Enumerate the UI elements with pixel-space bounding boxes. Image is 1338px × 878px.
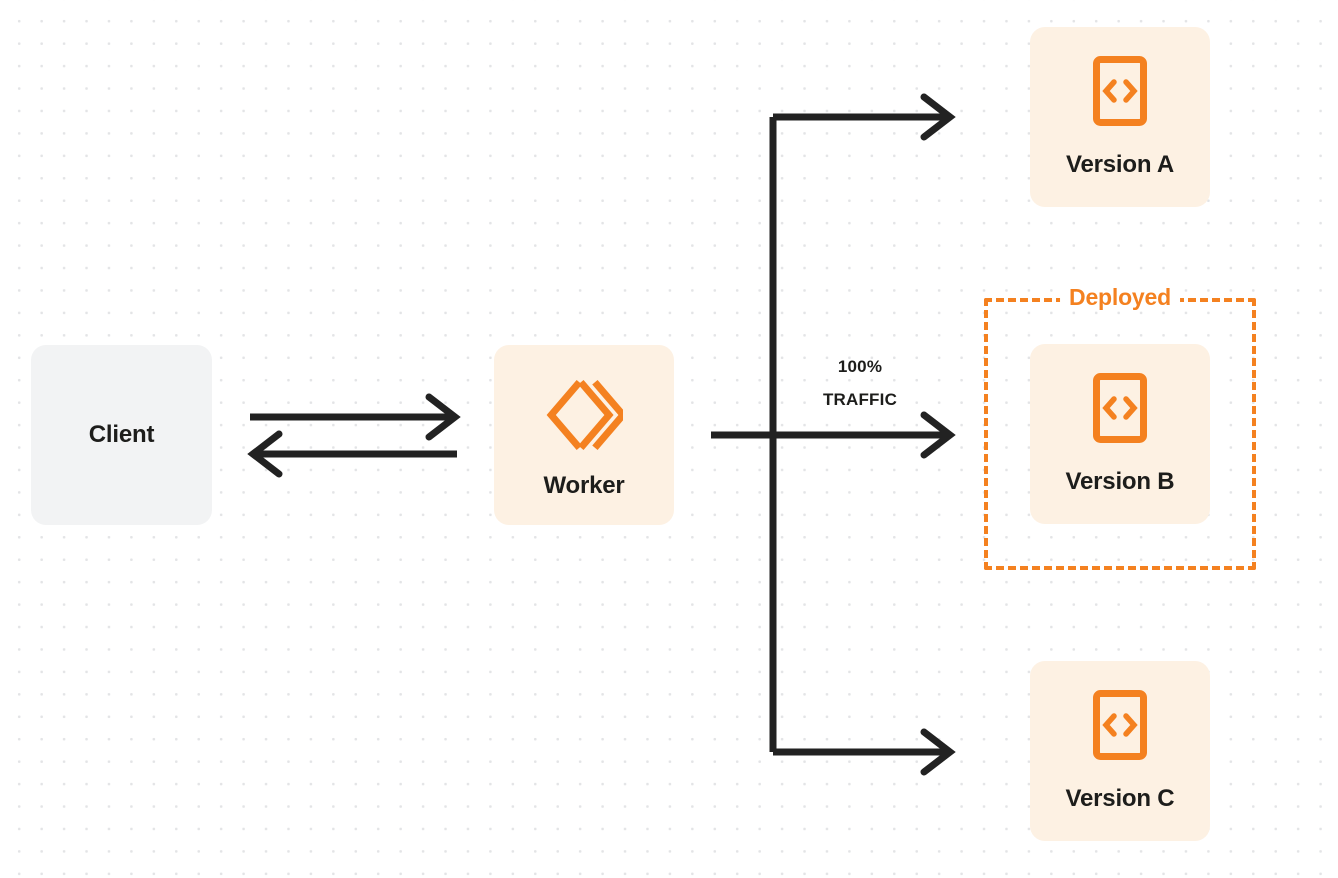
arrowhead-version-b <box>920 411 956 459</box>
node-client[interactable]: Client <box>31 345 212 525</box>
node-version-a-label: Version A <box>1065 151 1175 178</box>
arrowhead-version-c <box>920 728 956 776</box>
code-file-icon <box>1092 372 1148 444</box>
arrow-client-to-worker <box>250 393 461 441</box>
arrowhead-version-a <box>920 93 956 141</box>
node-worker-label: Worker <box>543 472 625 499</box>
deployed-group-boundary: Deployed <box>984 286 1256 570</box>
traffic-annotation: 100% TRAFFIC <box>790 350 930 416</box>
arrow-worker-to-client <box>247 430 457 478</box>
node-version-b-label: Version B <box>1065 468 1175 495</box>
node-worker[interactable]: Worker <box>494 345 674 525</box>
traffic-caption: TRAFFIC <box>822 390 898 410</box>
deployed-group-label: Deployed <box>1060 286 1180 310</box>
node-version-a[interactable]: Version A <box>1030 27 1210 207</box>
node-version-c-label: Version C <box>1065 785 1175 812</box>
node-version-c[interactable]: Version C <box>1030 661 1210 841</box>
traffic-percent: 100% <box>837 357 883 376</box>
code-file-icon <box>1092 689 1148 761</box>
arrow-worker-to-versions <box>711 93 956 776</box>
code-file-icon <box>1092 55 1148 127</box>
node-client-label: Client <box>88 421 155 448</box>
node-version-b[interactable]: Version B <box>1030 344 1210 524</box>
cloudflare-workers-logo-icon <box>545 376 628 454</box>
